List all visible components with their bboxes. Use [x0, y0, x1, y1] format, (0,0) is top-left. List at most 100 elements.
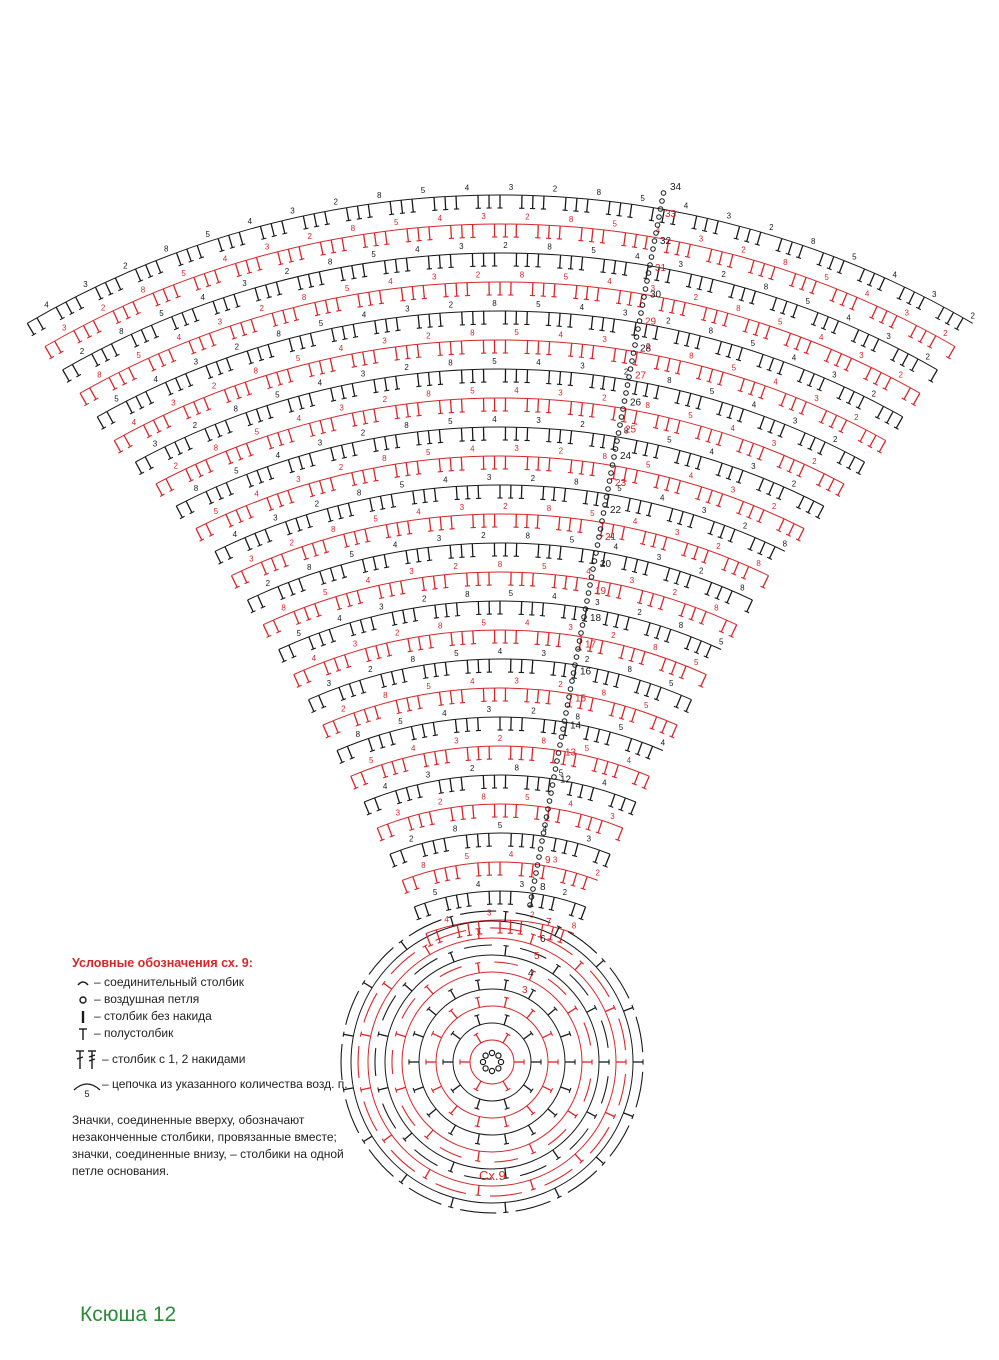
chain-count-label: 3	[651, 284, 656, 293]
stitch-mark	[368, 304, 374, 307]
stitch-mark	[147, 275, 154, 279]
chain-count-label: 4	[442, 709, 447, 718]
stitch-mark	[477, 962, 480, 973]
stitch-mark	[778, 518, 785, 531]
stitch-mark	[351, 353, 355, 367]
row-number-label: 7	[546, 917, 552, 928]
stitch-mark	[520, 659, 523, 673]
stitch-mark	[610, 360, 617, 363]
stitch-mark	[838, 386, 845, 399]
stitch-mark	[347, 604, 353, 608]
stitch-mark	[835, 353, 842, 366]
stitch-mark	[610, 418, 616, 421]
stitch-mark	[378, 596, 385, 600]
stitch-mark	[629, 204, 633, 218]
stitch-mark	[733, 561, 740, 575]
stitch-mark	[878, 321, 885, 325]
chain-loop	[651, 238, 658, 244]
stitch-mark	[547, 632, 550, 646]
scallop-arc	[583, 1078, 592, 1102]
stitch-mark	[433, 852, 439, 855]
chain-count-label: 5	[426, 448, 431, 457]
stitch-mark	[591, 345, 595, 359]
stitch-mark	[390, 671, 396, 685]
chain-count-label: 2	[426, 331, 431, 340]
stitch-mark	[578, 269, 585, 271]
stitch-mark	[567, 326, 573, 328]
stitch-mark	[238, 520, 244, 524]
stitch-mark	[594, 669, 599, 683]
stitch-mark	[611, 775, 618, 779]
stitch-mark	[805, 340, 812, 354]
chain-loop-icon	[72, 991, 94, 1008]
stitch-mark	[616, 214, 622, 217]
stitch-mark	[399, 212, 406, 215]
stitch-mark	[433, 500, 439, 503]
chain-loop	[645, 270, 652, 276]
stitch-mark	[402, 1137, 407, 1142]
row-number-label: 5	[534, 951, 540, 962]
stitch-mark	[673, 582, 679, 586]
stitch-mark	[471, 543, 474, 557]
chain-count-label: 3	[904, 308, 909, 317]
stitch-mark	[795, 538, 801, 542]
stitch-mark	[718, 372, 724, 385]
stitch-mark	[437, 940, 443, 944]
stitch-mark	[191, 351, 197, 355]
stitch-mark	[199, 538, 205, 542]
chain-count-label: 2	[498, 734, 503, 743]
stitch-mark	[625, 616, 630, 630]
stitch-mark	[633, 234, 638, 248]
stitch-mark	[748, 443, 755, 456]
chain-count-label: 5	[136, 351, 141, 360]
chain-loop	[584, 598, 590, 604]
stitch-mark	[255, 408, 262, 422]
stitch-mark	[719, 525, 726, 538]
stitch-mark	[822, 316, 829, 330]
stitch-mark	[122, 382, 128, 386]
stitch-mark	[726, 416, 732, 420]
stitch-mark	[727, 466, 734, 480]
stitch-mark	[531, 834, 535, 848]
stitch-mark	[366, 659, 372, 663]
stitch-mark	[597, 820, 603, 834]
stitch-mark	[287, 248, 293, 262]
stitch-mark	[806, 384, 812, 388]
stitch-mark	[892, 348, 900, 361]
chain-count-label: 8	[627, 665, 632, 674]
stitch-mark	[376, 827, 383, 841]
legend-text: – столбик с 1, 2 накидами	[102, 1052, 246, 1066]
stitch-mark	[648, 219, 654, 222]
stitch-mark	[475, 1160, 481, 1162]
stitch-mark	[185, 373, 192, 386]
stitch-mark	[373, 379, 377, 393]
chain-count-label: 5	[498, 821, 503, 830]
stitch-mark	[351, 277, 357, 280]
stitch-mark	[407, 532, 413, 535]
stitch-mark	[658, 309, 664, 312]
stitch-mark	[438, 429, 442, 443]
chain-count-label: 3	[218, 318, 223, 327]
stitch-mark	[580, 548, 584, 562]
stitch-mark	[715, 474, 721, 477]
chain-count-label: 3	[382, 337, 387, 346]
stitch-mark	[450, 1030, 455, 1036]
stitch-mark	[390, 494, 395, 508]
stitch-mark	[653, 486, 659, 489]
chain-count-label: 8	[783, 258, 788, 267]
chain-count-label: 2	[476, 270, 481, 279]
stitch-mark	[385, 642, 391, 656]
stitch-mark	[396, 801, 403, 805]
stitch-mark	[696, 335, 701, 349]
stitch-mark	[392, 864, 398, 868]
stitch-mark	[338, 517, 344, 520]
stitch-mark	[168, 349, 175, 362]
stitch-mark	[277, 293, 283, 296]
stitch-mark	[158, 353, 165, 366]
stitch-mark	[626, 498, 631, 512]
stitch-mark	[343, 533, 348, 547]
stitch-mark	[450, 1088, 455, 1094]
chain-count-label: 4	[383, 782, 388, 791]
stitch-mark	[155, 303, 161, 307]
stitch-mark	[282, 310, 287, 324]
